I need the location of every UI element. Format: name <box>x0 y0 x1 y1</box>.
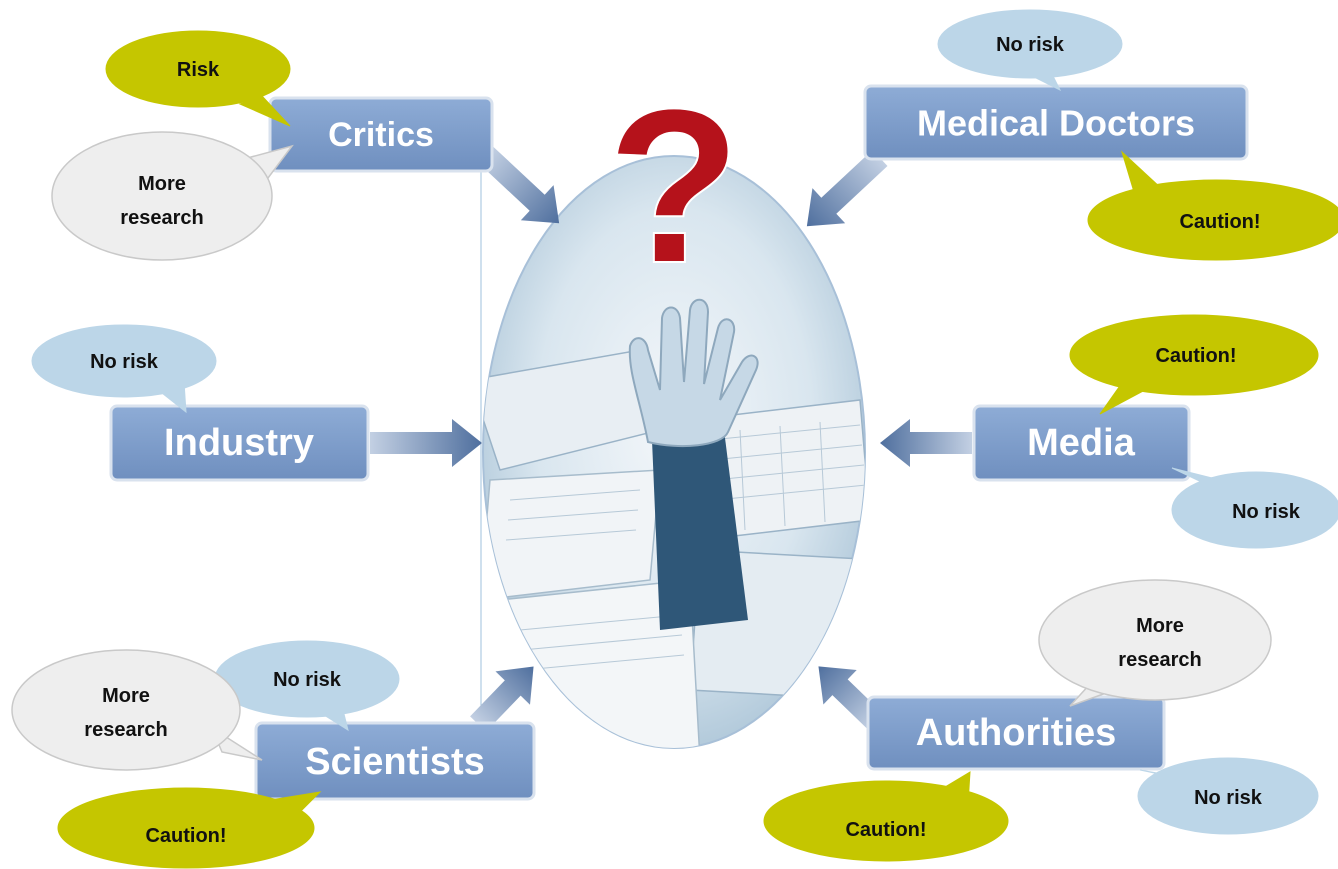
bubble-caution-media: Caution! <box>1069 314 1319 415</box>
bubble-caution-scientists: Caution! <box>57 787 322 869</box>
svg-text:research: research <box>1118 649 1201 671</box>
bubble-more-research-critics: More research <box>51 131 294 261</box>
arrow-industry <box>370 419 482 467</box>
svg-text:More: More <box>138 173 186 195</box>
bubble-caution-authorities: Caution! <box>763 771 1009 862</box>
bubble-no-risk-medical: No risk <box>937 9 1123 92</box>
authorities-group: Authorities More research Caution! No ri… <box>763 579 1319 862</box>
scientists-group: Scientists No risk More research Caution… <box>11 640 536 869</box>
svg-text:No risk: No risk <box>1232 501 1301 523</box>
svg-text:Caution!: Caution! <box>1179 211 1260 233</box>
media-box <box>972 404 1191 482</box>
sleeve <box>652 430 748 630</box>
paper-grid <box>505 421 865 671</box>
svg-text:No risk: No risk <box>273 669 342 691</box>
arrow-media <box>880 419 972 467</box>
critics-box <box>268 96 494 173</box>
arrow-scientists <box>470 666 534 732</box>
bubble-risk-critics: Risk <box>105 30 291 127</box>
industry-box <box>109 404 370 482</box>
svg-text:More: More <box>102 685 150 707</box>
industry-group: Industry No risk <box>31 324 370 482</box>
bubble-caution-medical: Caution! <box>1087 150 1338 261</box>
medical-doctors-label: Medical Doctors <box>917 103 1195 144</box>
bubble-no-risk-media: No risk <box>1171 467 1338 549</box>
arrow-critics <box>478 146 560 224</box>
bubble-more-research-scientists: More research <box>11 649 263 771</box>
svg-text:More: More <box>1136 615 1184 637</box>
svg-text:Caution!: Caution! <box>845 819 926 841</box>
center-illustration <box>482 155 866 749</box>
svg-text:research: research <box>84 719 167 741</box>
bubble-no-risk-scientists: No risk <box>214 640 400 732</box>
bubble-no-risk-authorities: No risk <box>1137 757 1319 835</box>
svg-text:Caution!: Caution! <box>145 825 226 847</box>
authorities-label: Authorities <box>916 712 1117 754</box>
medical-doctors-group: Medical Doctors No risk Caution! <box>863 9 1338 261</box>
critics-group: Critics Risk More research <box>51 30 494 261</box>
raised-hand <box>628 298 759 448</box>
svg-text:Caution!: Caution! <box>1155 345 1236 367</box>
svg-text:Risk: Risk <box>177 59 220 81</box>
critics-label: Critics <box>328 116 434 154</box>
svg-text:No risk: No risk <box>996 34 1065 56</box>
media-label: Media <box>1027 422 1136 464</box>
industry-label: Industry <box>164 422 314 464</box>
svg-text:research: research <box>120 207 203 229</box>
question-mark-icon: ? <box>607 63 741 309</box>
authorities-box <box>866 695 1166 771</box>
media-group: Media Caution! No risk <box>972 314 1338 549</box>
arrow-medical-doctors <box>806 149 888 227</box>
scientists-label: Scientists <box>305 741 485 783</box>
bubble-no-risk-industry: No risk <box>31 324 217 414</box>
bubble-more-research-authorities: More research <box>1038 579 1272 707</box>
svg-text:No risk: No risk <box>1194 787 1263 809</box>
scientists-box <box>254 721 536 801</box>
svg-text:No risk: No risk <box>90 351 159 373</box>
